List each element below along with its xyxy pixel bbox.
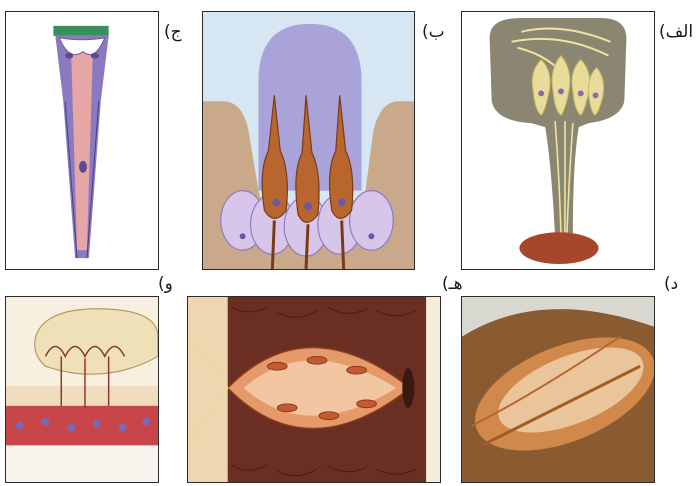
panel-alef-illustration xyxy=(461,11,655,270)
sensory-organ-jim-image xyxy=(6,12,158,269)
panel-jim-illustration xyxy=(5,11,159,270)
panel-he-illustration xyxy=(187,296,441,483)
sensory-organ-he-image xyxy=(188,297,440,482)
panel-be-illustration xyxy=(202,11,415,270)
sensory-organ-vav-image xyxy=(6,297,158,482)
panel-dal-illustration xyxy=(461,296,655,483)
sensory-organ-dal-image xyxy=(462,297,654,482)
panel-vav-illustration xyxy=(5,296,159,483)
panel-label-alef: الف) xyxy=(659,24,693,41)
panel-label-be: ب) xyxy=(422,24,445,41)
sensory-organ-alef-image xyxy=(462,12,654,269)
panel-label-jim: ج) xyxy=(164,24,182,41)
panel-label-he: هـ) xyxy=(442,276,463,293)
sensory-organ-be-image xyxy=(203,12,414,269)
panel-label-dal: د) xyxy=(664,276,678,293)
panel-label-vav: و) xyxy=(158,276,173,293)
